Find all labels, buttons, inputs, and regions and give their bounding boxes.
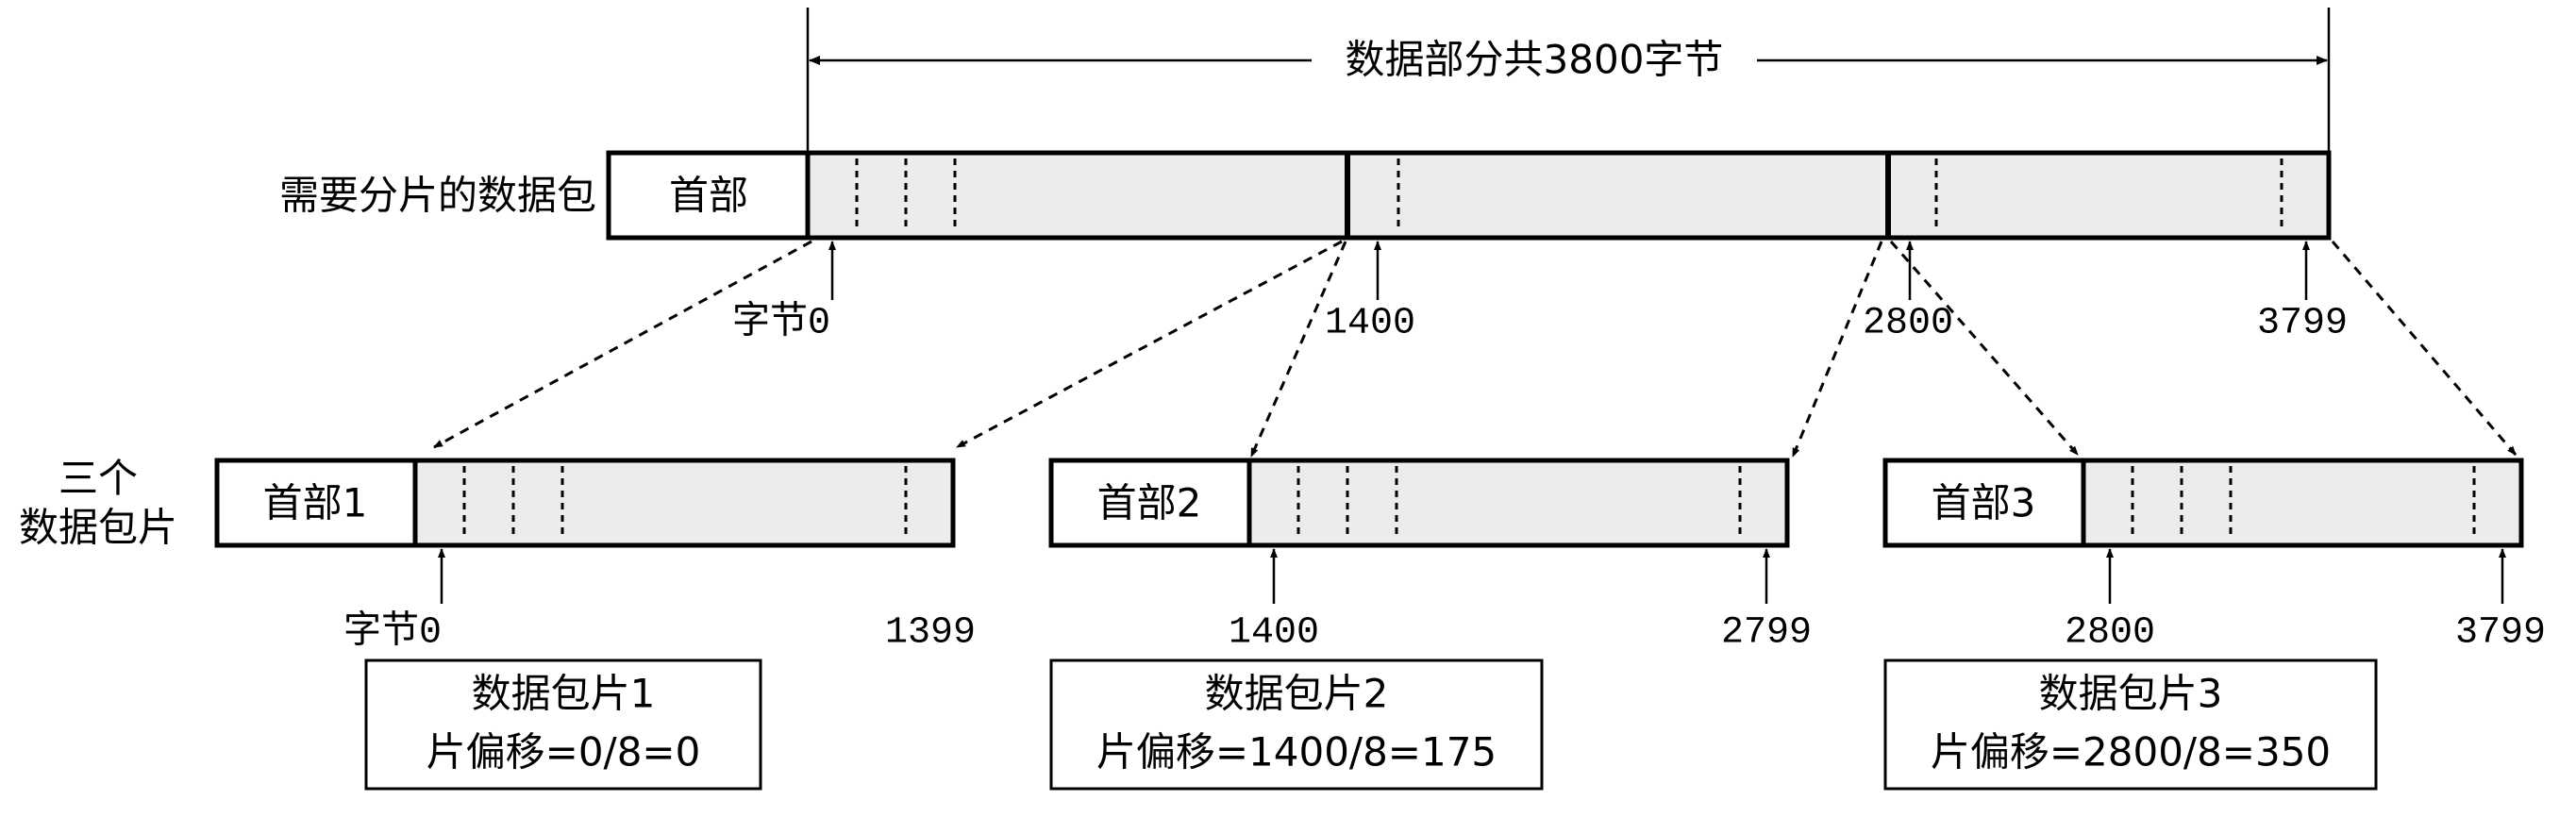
- mapping-arrow: [956, 240, 1343, 449]
- packet-label: 需要分片的数据包: [279, 173, 596, 219]
- fragment-3-header-label: 首部3: [1932, 480, 2036, 526]
- fragment-2-data: [1246, 458, 1790, 548]
- fragment-1-data: [412, 458, 956, 548]
- fragment-2-caption-name: 数据包片2: [1205, 671, 1389, 717]
- fragment-1-caption-box: [364, 659, 762, 791]
- mapping-arrow: [433, 240, 812, 449]
- fragment-3: 首部3 2800 3799 数据包片3 片偏移=2800/8=350: [1882, 458, 2546, 791]
- mapping-arrow: [1791, 241, 1883, 458]
- fragment-3-caption-offset: 片偏移=2800/8=350: [1931, 729, 2331, 775]
- packet-header-label: 首部: [669, 173, 748, 219]
- fragment-1-end-label: 1399: [885, 612, 976, 655]
- packet-data-part-3: [1885, 150, 2332, 241]
- mapping-arrow: [1889, 241, 2080, 456]
- fragment-3-header: [1882, 458, 2086, 548]
- fragment-3-caption-name: 数据包片3: [2039, 671, 2223, 717]
- packet-header: [606, 150, 811, 241]
- packet-data-part-1: [805, 150, 1350, 241]
- fragment-3-caption-box: [1883, 659, 2378, 791]
- mapping-arrow: [2331, 241, 2517, 456]
- offset-label-1400: 1400: [1325, 303, 1415, 345]
- original-packet: 需要分片的数据包 首部: [279, 150, 2332, 241]
- fragment-3-data: [2081, 458, 2524, 548]
- fragment-1-caption-offset: 片偏移=0/8=0: [427, 729, 701, 775]
- fragment-2: 首部2 1400 2799 数据包片2 片偏移=1400/8=175: [1048, 458, 1812, 791]
- fragment-1: 首部1 字节0 1399 数据包片1 片偏移=0/8=0: [214, 458, 976, 791]
- fragment-3-start-label: 2800: [2065, 612, 2155, 655]
- fragment-2-caption-offset: 片偏移=1400/8=175: [1096, 729, 1497, 775]
- fragment-2-header-label: 首部2: [1097, 480, 1202, 526]
- packet-data-part-2: [1345, 150, 1891, 241]
- total-length-dimension: 数据部分共3800字节: [806, 8, 2331, 151]
- mapping-arrow: [1249, 241, 1347, 458]
- fragment-2-end-label: 2799: [1721, 612, 1812, 655]
- original-offset-markers: 字节0 1400 2800 3799: [732, 241, 2348, 345]
- fragment-2-caption-box: [1049, 659, 1544, 791]
- fragment-3-end-label: 3799: [2455, 612, 2546, 655]
- offset-label-3799: 3799: [2257, 303, 2348, 345]
- mapping-arrows: [433, 240, 2517, 458]
- fragment-2-start-label: 1400: [1229, 612, 1319, 655]
- fragments-label-line-2: 数据包片: [19, 505, 177, 551]
- offset-label-0: 字节0: [732, 300, 830, 345]
- fragments-label-line-1: 三个: [59, 456, 138, 502]
- fragment-1-caption-name: 数据包片1: [472, 671, 656, 717]
- fragment-1-start-label: 字节0: [343, 609, 442, 655]
- offset-label-2800: 2800: [1863, 303, 1953, 345]
- fragment-2-header: [1048, 458, 1252, 548]
- total-length-label: 数据部分共3800字节: [1346, 37, 1724, 83]
- fragment-1-header-label: 首部1: [263, 480, 368, 526]
